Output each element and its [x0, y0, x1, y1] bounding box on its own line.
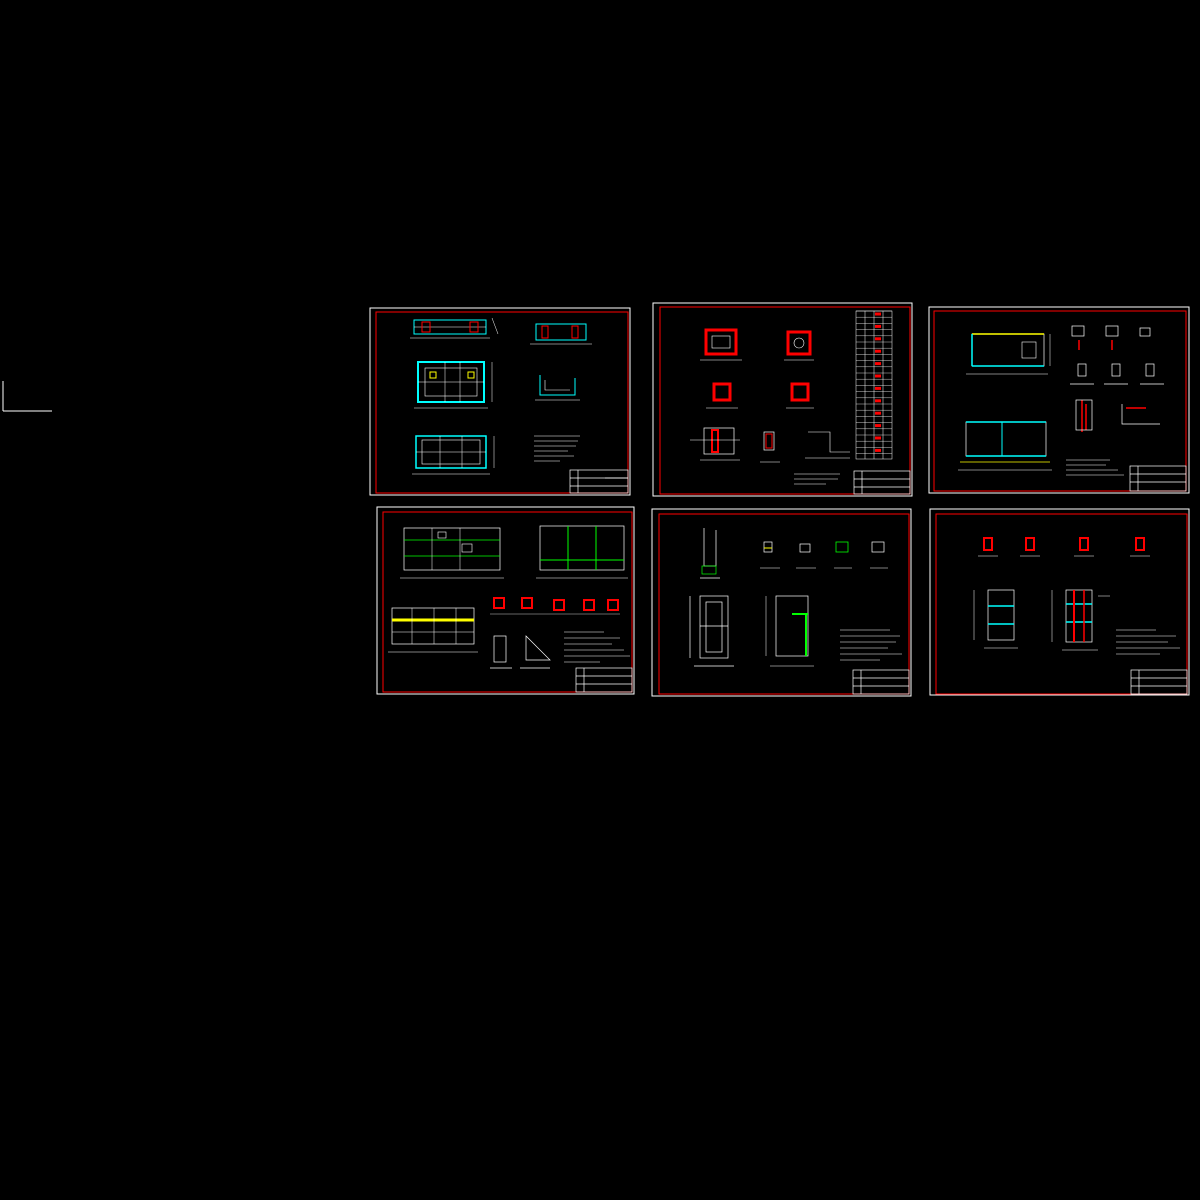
schedule-rebar-mark [875, 374, 881, 378]
wall-elevation [765, 595, 814, 667]
sheet-border [651, 508, 912, 697]
drawing-sheet-6[interactable] [929, 508, 1190, 696]
pier-detail [760, 431, 780, 463]
title-block [1130, 669, 1188, 695]
foundation-plan [388, 607, 478, 653]
general-notes [534, 435, 580, 462]
sheet-inner-frame [658, 513, 910, 695]
general-notes [840, 629, 902, 661]
schedule-rebar-mark [875, 349, 881, 353]
general-notes [794, 473, 840, 485]
title-block [575, 667, 633, 693]
general-notes [1066, 459, 1124, 476]
sheet-border [376, 506, 635, 695]
wall-detail [690, 427, 740, 461]
schedule-rebar-mark [875, 324, 881, 328]
sheet-border [929, 508, 1190, 696]
slab-plan [1051, 589, 1110, 651]
frame-plan [966, 333, 1051, 375]
sheet-border [652, 302, 913, 497]
sheet-border [369, 307, 631, 496]
detail-sections [490, 635, 551, 669]
general-notes [564, 631, 630, 663]
foundation-plan [536, 525, 628, 579]
frame-plan [958, 421, 1052, 471]
drawing-sheet-2[interactable] [652, 302, 913, 497]
column-section [706, 382, 738, 409]
sheet-border [928, 306, 1190, 494]
section-view [530, 323, 592, 345]
title-block [853, 470, 911, 495]
drawing-sheet-4[interactable] [376, 506, 635, 695]
plan-view [414, 361, 493, 409]
schedule-rebar-mark [875, 411, 881, 415]
ucs-axis-icon [2, 381, 52, 412]
wall-elevation [689, 595, 734, 667]
schedule-rebar-mark [875, 337, 881, 341]
column-section [784, 330, 814, 361]
schedule-rows [856, 310, 892, 454]
sheet-inner-frame [933, 310, 1187, 492]
sheet-inner-frame [382, 511, 633, 693]
beam-sections [978, 537, 1150, 557]
title-block [852, 669, 910, 695]
section-detail [805, 431, 850, 459]
schedule-rebar-mark [875, 448, 881, 452]
column-section [786, 382, 814, 409]
drawing-sheet-5[interactable] [651, 508, 912, 697]
detail-sections [1075, 399, 1160, 431]
column-section [700, 328, 742, 361]
rebar-marks [1078, 340, 1146, 432]
section-view [410, 317, 499, 339]
slab-plan [973, 589, 1018, 649]
detail-sections [490, 597, 620, 615]
plan-view [412, 435, 495, 475]
schedule-rebar-mark [875, 399, 881, 403]
detail-sections [1070, 325, 1164, 385]
drawing-sheet-3[interactable] [928, 306, 1190, 494]
schedule-rebar-mark [875, 424, 881, 428]
drawing-sheet-1[interactable] [369, 307, 631, 496]
schedule-rebar-mark [875, 362, 881, 366]
general-notes [1116, 629, 1180, 655]
wall-section [700, 528, 720, 579]
schedule-rebar-mark [875, 386, 881, 390]
detail-sections [760, 541, 888, 569]
sheet-inner-frame [375, 311, 629, 494]
sheet-inner-frame [935, 513, 1188, 695]
title-block [569, 469, 629, 494]
schedule-rebar-mark [875, 312, 881, 316]
foundation-plan [400, 527, 504, 579]
schedule-rebar-mark [875, 436, 881, 440]
title-block [1129, 465, 1187, 492]
sheet-inner-frame [659, 306, 911, 495]
detail-view [535, 375, 580, 401]
